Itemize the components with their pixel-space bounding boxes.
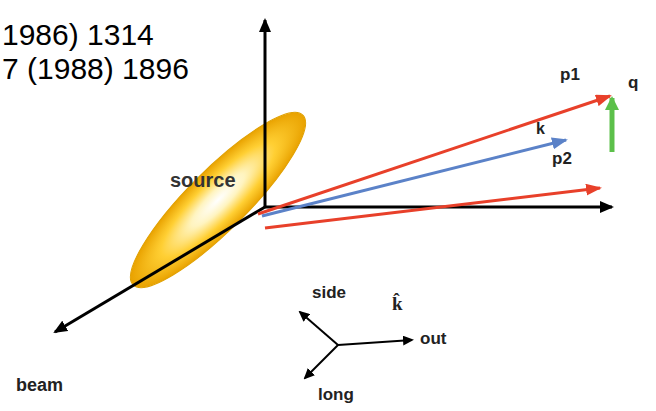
vector-label: p1 <box>560 66 580 83</box>
relative-momentum-arrow <box>610 98 615 152</box>
source-ellipse-fill <box>112 95 324 306</box>
axis-label: out <box>420 330 446 347</box>
unit-vector-label: k̂ <box>392 294 403 313</box>
momentum-arrow <box>258 96 610 214</box>
citation-text: 7 (1988) 1896 <box>2 54 189 84</box>
vertical-axis <box>264 20 267 207</box>
axis-label: beam <box>16 376 63 394</box>
out-direction-axis <box>338 340 412 345</box>
vector-label: q <box>628 74 638 91</box>
long-axis <box>305 345 338 378</box>
momentum-arrow <box>265 188 600 228</box>
pair-momentum-arrow <box>262 140 566 216</box>
citation-text: 1986) 1314 <box>2 20 154 50</box>
axis-label: side <box>312 284 346 301</box>
side-axis <box>300 312 338 345</box>
source-label: source <box>170 170 236 190</box>
vector-label: k <box>536 121 545 137</box>
axis-label: long <box>318 386 354 403</box>
vector-label: p2 <box>552 150 572 167</box>
